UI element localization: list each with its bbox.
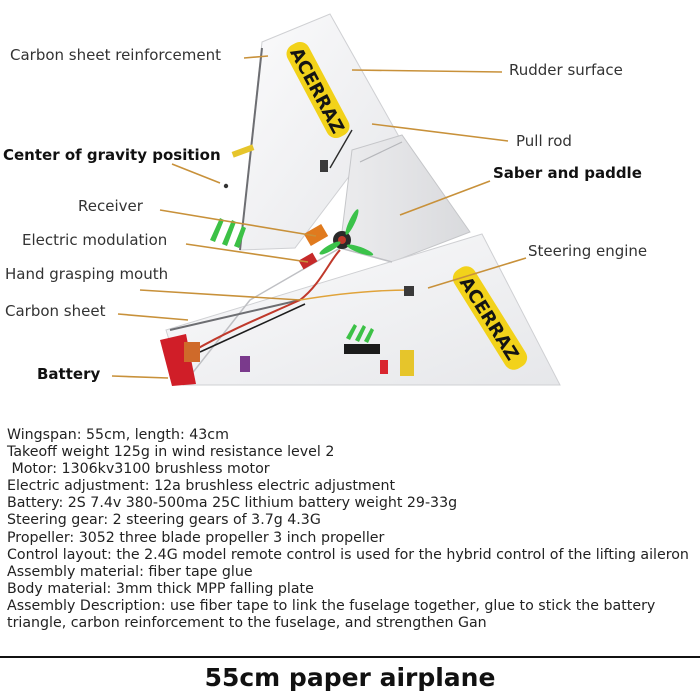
motor-and-propeller xyxy=(319,209,374,256)
spec-control-layout: Control layout: the 2.4G model remote co… xyxy=(7,546,689,563)
airplane-illustration: ACERRAZ ACERRAZ xyxy=(111,13,561,386)
spec-assembly-material: Assembly material: fiber tape glue xyxy=(7,563,253,580)
sticker xyxy=(240,356,250,372)
center-of-gravity-dot xyxy=(223,183,229,189)
label-receiver: Receiver xyxy=(78,197,143,215)
spec-propeller: Propeller: 3052 three blade propeller 3 … xyxy=(7,529,385,546)
battery-pack xyxy=(160,334,200,386)
label-hand-grasping-mouth: Hand grasping mouth xyxy=(5,265,169,283)
sticker xyxy=(400,350,414,376)
spec-list: Wingspan: 55cm, length: 43cm Takeoff wei… xyxy=(7,427,697,632)
label-steering-engine: Steering engine xyxy=(528,242,648,260)
spec-takeoff-weight: Takeoff weight 125g in wind resistance l… xyxy=(7,444,335,461)
spec-electric-adjustment: Electric adjustment: 12a brushless elect… xyxy=(7,478,396,495)
footer-title: 55cm paper airplane xyxy=(204,663,496,692)
esc-module xyxy=(298,252,318,270)
label-pull-rod: Pull rod xyxy=(516,132,572,150)
fuselage-fold xyxy=(182,247,393,386)
spec-motor: Motor: 1306kv3100 brushless motor xyxy=(7,461,270,478)
vertical-fin xyxy=(339,134,471,263)
label-center-of-gravity: Center of gravity position xyxy=(3,146,221,164)
label-saber-and-paddle: Saber and paddle xyxy=(493,164,642,182)
label-rudder-surface: Rudder surface xyxy=(509,61,623,79)
footer-title-bar: 55cm paper airplane xyxy=(0,656,700,700)
wiring xyxy=(299,289,411,301)
label-electric-modulation: Electric modulation xyxy=(22,231,168,249)
servo xyxy=(320,160,328,172)
rudder-hinge xyxy=(359,141,403,163)
label-battery: Battery xyxy=(37,365,101,383)
servo xyxy=(404,286,414,296)
airplane-diagram: ACERRAZ ACERRAZ xyxy=(3,13,648,386)
label-carbon-sheet-reinforcement: Carbon sheet reinforcement xyxy=(10,46,221,64)
green-claw-decal xyxy=(210,218,374,343)
pull-rod xyxy=(329,129,353,169)
spec-assembly-description: Assembly Description: use fiber tape to … xyxy=(7,597,656,632)
spec-body-material: Body material: 3mm thick MPP falling pla… xyxy=(7,580,314,597)
spec-battery: Battery: 2S 7.4v 380-500ma 25C lithium b… xyxy=(7,495,458,512)
sticker xyxy=(380,360,388,374)
main-wing xyxy=(165,233,561,386)
receiver-module xyxy=(303,223,329,247)
spec-wingspan: Wingspan: 55cm, length: 43cm xyxy=(7,427,229,443)
label-carbon-sheet: Carbon sheet xyxy=(5,302,106,320)
leader-lines xyxy=(111,55,527,379)
sticker xyxy=(231,144,255,158)
carbon-sheet-strip xyxy=(169,299,301,331)
spec-steering-gear: Steering gear: 2 steering gears of 3.7g … xyxy=(7,512,321,529)
black-sticker xyxy=(344,344,380,354)
wiring xyxy=(199,303,306,353)
